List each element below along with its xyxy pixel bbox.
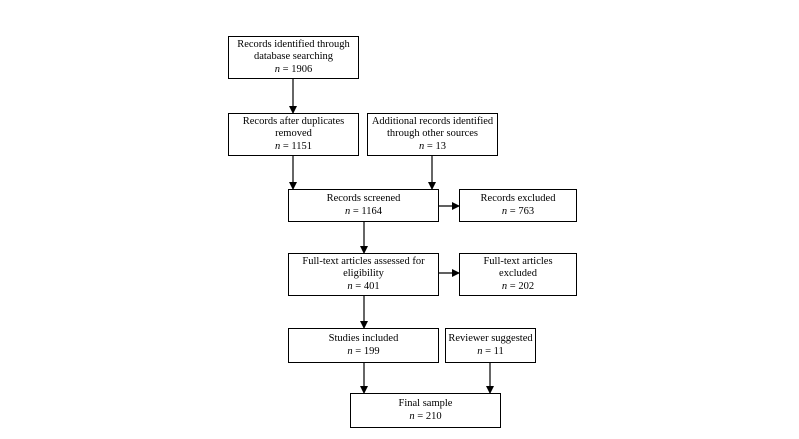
box-text-line: database searching xyxy=(253,51,333,63)
box-records-identified: Records identified through database sear… xyxy=(228,36,359,79)
box-text-line: Full-text articles assessed for xyxy=(302,255,425,267)
box-text-line: Records screened xyxy=(326,193,401,204)
box-text-line: Reviewer suggested xyxy=(448,333,533,344)
box-fulltext-assessed: Full-text articles assessed for eligibil… xyxy=(288,253,439,296)
box-text-line: Records after duplicates xyxy=(242,115,345,127)
box-text-line: Full-text articles xyxy=(483,255,553,267)
count-label: n = 1151 xyxy=(274,140,313,152)
box-reviewer-suggested: Reviewer suggested n = 11 xyxy=(445,328,536,363)
count-label: n = 210 xyxy=(409,410,442,422)
box-text-line: removed xyxy=(275,128,312,140)
count-label: n = 11 xyxy=(477,345,504,357)
box-additional-records: Additional records identified through ot… xyxy=(367,113,498,156)
box-text-line: excluded xyxy=(499,268,537,280)
count-label: n = 13 xyxy=(419,140,446,152)
box-records-after-duplicates: Records after duplicates removed n = 115… xyxy=(228,113,359,156)
box-text-line: Records excluded xyxy=(480,193,556,204)
box-final-sample: Final sample n = 210 xyxy=(350,393,501,428)
box-records-screened: Records screened n = 1164 xyxy=(288,189,439,222)
count-label: n = 763 xyxy=(501,205,535,217)
count-label: n = 1906 xyxy=(274,63,313,75)
box-text-line: Final sample xyxy=(398,398,453,409)
box-text-line: Records identified through xyxy=(237,38,350,50)
box-text-line: Studies included xyxy=(328,333,399,344)
box-studies-included: Studies included n = 199 xyxy=(288,328,439,363)
box-text-line: through other sources xyxy=(387,128,478,140)
count-label: n = 202 xyxy=(501,280,535,292)
box-text-line: eligibility xyxy=(343,268,384,280)
box-records-excluded: Records excluded n = 763 xyxy=(459,189,577,222)
count-label: n = 199 xyxy=(347,345,380,357)
count-label: n = 1164 xyxy=(344,205,383,217)
box-fulltext-excluded: Full-text articles excluded n = 202 xyxy=(459,253,577,296)
count-label: n = 401 xyxy=(347,280,380,292)
box-text-line: Additional records identified xyxy=(371,115,494,127)
